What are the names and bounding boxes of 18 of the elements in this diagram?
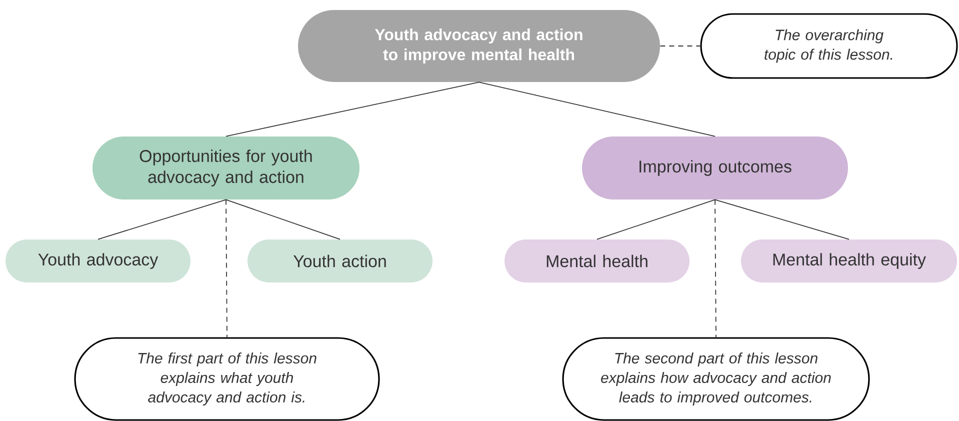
connector-line xyxy=(226,82,480,137)
dashed-connector xyxy=(714,199,716,338)
connector-line xyxy=(226,199,340,240)
connector-line xyxy=(714,199,850,240)
note-bubble: The second part of this lesson explains how advocacy and action leads to improved outcomes. xyxy=(562,337,870,421)
connector-line xyxy=(596,199,716,240)
connector-line xyxy=(98,199,226,240)
note-bubble: The first part of this lesson explains what youth advocacy and action is. xyxy=(74,337,380,421)
subtopic-box: Mental health xyxy=(504,240,690,282)
note-bubble: The overarching topic of this lesson. xyxy=(700,13,958,79)
subtopic-box: Mental health equity xyxy=(741,240,957,282)
topic-box: Opportunities for youth advocacy and action xyxy=(92,136,360,200)
subtopic-box: Youth advocacy xyxy=(6,240,190,282)
dashed-connector xyxy=(226,199,228,338)
topic-box: Youth advocacy and action to improve mental health xyxy=(298,10,660,82)
connector-line xyxy=(478,82,716,137)
subtopic-box: Youth action xyxy=(248,240,432,282)
topic-box: Improving outcomes xyxy=(582,136,848,200)
